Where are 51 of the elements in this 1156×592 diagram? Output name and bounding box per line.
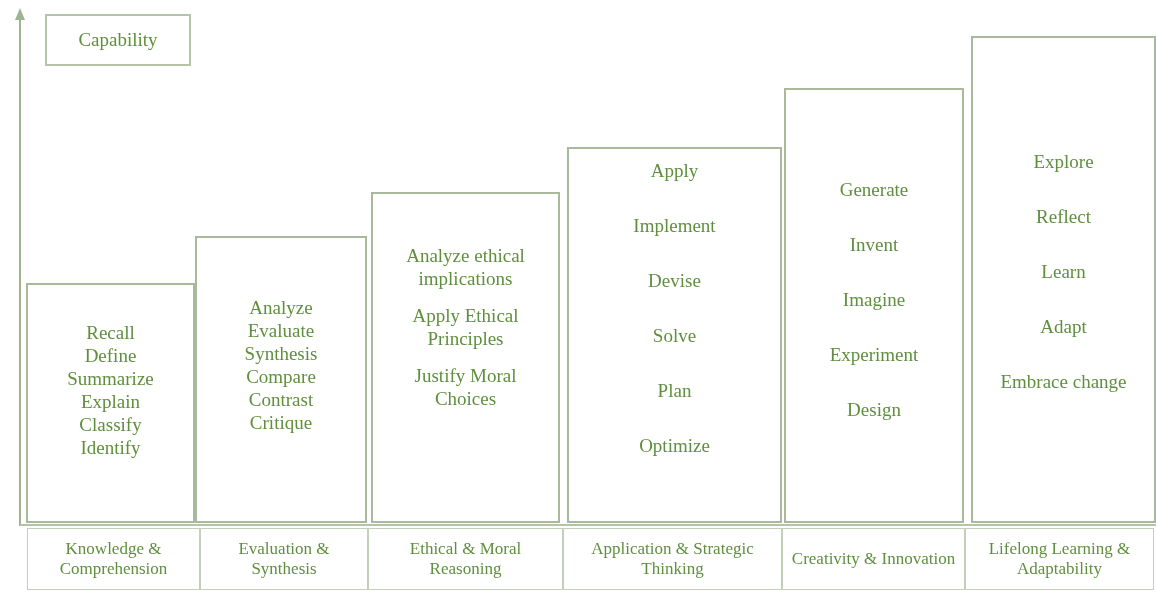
step-verb: Define xyxy=(84,344,137,367)
step-verb: Design xyxy=(847,398,901,421)
step-verb: Implement xyxy=(633,214,716,237)
category-label: Application & Strategic Thinking xyxy=(590,539,755,579)
step-verb: Critique xyxy=(249,411,313,434)
step-verb: Analyze ethical implications xyxy=(405,244,526,290)
axis-title-box xyxy=(45,14,191,66)
step-verb: Contrast xyxy=(248,388,314,411)
category-label: Creativity & Innovation xyxy=(790,549,957,569)
category-label: Knowledge & Comprehension xyxy=(58,539,169,579)
category-cell xyxy=(563,528,782,590)
step-verb: Invent xyxy=(849,233,899,256)
step-verb: Solve xyxy=(652,324,697,347)
step-verb: Experiment xyxy=(829,343,919,366)
step-verb: Synthesis xyxy=(244,342,318,365)
category-label: Lifelong Learning & Adaptability xyxy=(987,539,1132,579)
step-box xyxy=(567,147,782,523)
step-box xyxy=(784,88,964,523)
step-verb: Summarize xyxy=(67,367,154,390)
step-box xyxy=(371,192,560,523)
step-verb: Classify xyxy=(79,413,142,436)
step-verb: Evaluate xyxy=(247,319,315,342)
step-verb: Identify xyxy=(80,436,141,459)
step-verb: Explore xyxy=(1033,150,1094,173)
step-verb: Generate xyxy=(839,178,909,201)
category-cell xyxy=(368,528,563,590)
category-cell xyxy=(782,528,965,590)
step-box xyxy=(971,36,1156,523)
step-verb: Embrace change xyxy=(1000,370,1127,393)
category-cell xyxy=(200,528,368,590)
step-verb: Plan xyxy=(657,379,692,402)
step-verb: Apply xyxy=(650,159,699,182)
category-label: Ethical & Moral Reasoning xyxy=(408,539,523,579)
step-verb: Compare xyxy=(246,365,316,388)
step-verb: Explain xyxy=(80,390,141,413)
step-verb: Reflect xyxy=(1036,205,1091,228)
step-verb: Apply Ethical Principles xyxy=(411,304,520,350)
category-cell xyxy=(27,528,200,590)
step-verb: Learn xyxy=(1041,260,1086,283)
axis-title: Capability xyxy=(78,27,158,52)
step-verb: Analyze xyxy=(249,296,313,319)
step-verb: Imagine xyxy=(842,288,906,311)
step-verb: Adapt xyxy=(1040,315,1087,338)
step-verb: Optimize xyxy=(639,434,710,457)
step-verb: Recall xyxy=(86,321,135,344)
category-cell xyxy=(965,528,1154,590)
step-verb: Justify Moral Choices xyxy=(413,364,518,410)
step-box xyxy=(195,236,367,523)
category-label: Evaluation & Synthesis xyxy=(237,539,331,579)
step-verb: Devise xyxy=(648,269,701,292)
step-box xyxy=(26,283,195,523)
